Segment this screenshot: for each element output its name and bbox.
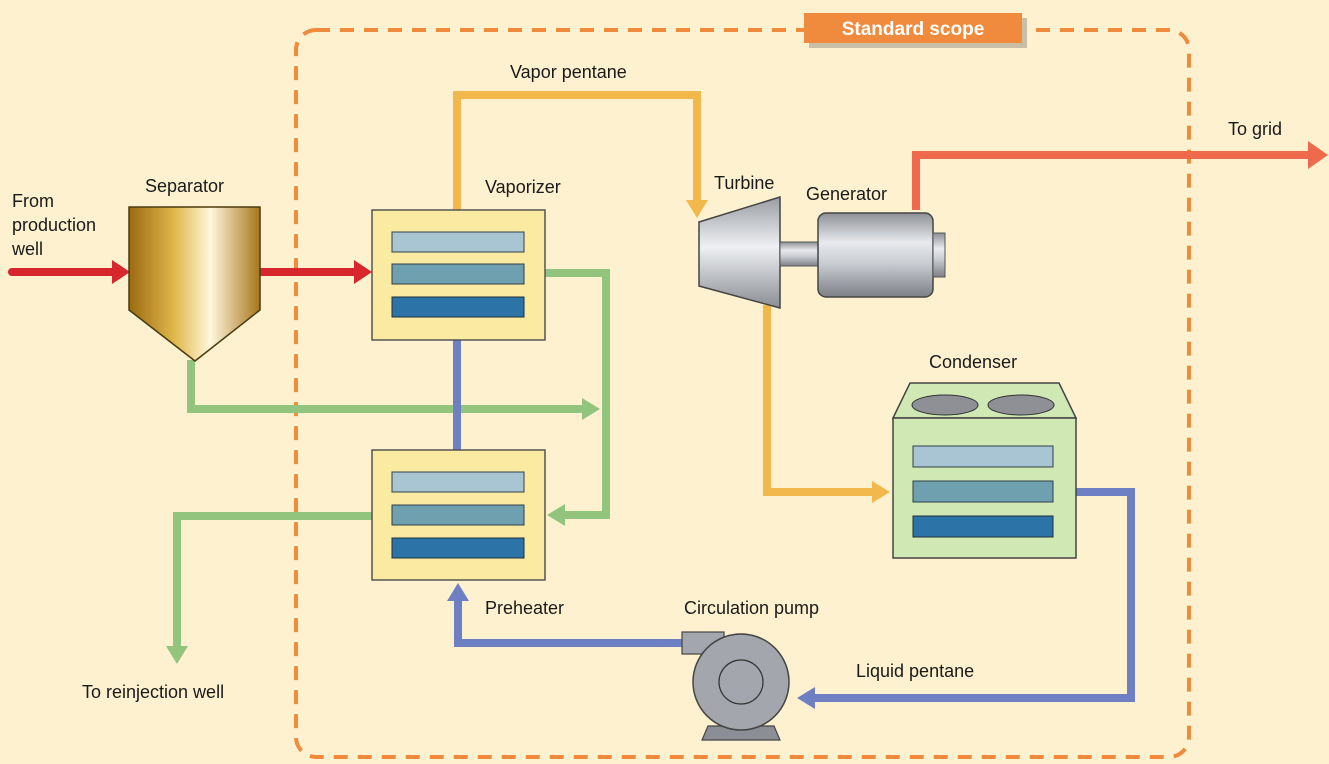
production-inflow-line xyxy=(8,260,130,284)
vaporizer-exchanger xyxy=(371,209,546,341)
preheater-label: Preheater xyxy=(485,598,564,618)
condenser-label: Condenser xyxy=(929,352,1017,372)
vaporizer-brine-line xyxy=(545,269,610,519)
generator-label: Generator xyxy=(806,184,887,204)
power-to-grid-arrow xyxy=(1308,141,1328,169)
from-production-label-3: well xyxy=(11,239,43,259)
standard-scope-label: Standard scope xyxy=(842,19,985,40)
vapor-pentane-label: Vapor pentane xyxy=(510,62,627,82)
condenser xyxy=(891,382,1078,559)
to-reinjection-label: To reinjection well xyxy=(82,682,224,702)
turbine xyxy=(698,195,781,309)
turbine-exhaust-line xyxy=(763,305,872,496)
reinjection-arrow xyxy=(166,646,188,664)
vapor-pentane-arrow xyxy=(686,200,708,218)
separator-to-vaporizer-line xyxy=(260,260,372,284)
reinjection-line xyxy=(173,512,372,648)
to-grid-label: To grid xyxy=(1228,119,1282,139)
separator-label: Separator xyxy=(145,176,224,196)
vapor-pentane-line xyxy=(453,91,701,210)
circulation-pump xyxy=(681,631,790,741)
turbine-exhaust-arrow xyxy=(872,481,890,503)
standard-scope-label-box xyxy=(804,13,1022,43)
generator xyxy=(817,212,946,298)
from-production-label-2: production xyxy=(12,215,96,235)
liquid-pentane-label: Liquid pentane xyxy=(856,661,974,681)
separator-brine-line xyxy=(187,360,584,413)
turbine-label: Turbine xyxy=(714,173,774,193)
turbine-shaft xyxy=(779,241,819,267)
separator-vessel xyxy=(128,206,261,362)
liquid-pentane-arrow xyxy=(797,687,815,709)
from-production-label-1: From xyxy=(12,191,54,211)
circulation-pump-label: Circulation pump xyxy=(684,598,819,618)
vaporizer-brine-arrow xyxy=(547,504,565,526)
power-to-grid-line xyxy=(912,151,1308,210)
vaporizer-label: Vaporizer xyxy=(485,177,561,197)
liquid-pentane-line xyxy=(813,488,1135,702)
preheater-exchanger xyxy=(371,449,546,581)
pump-discharge-line xyxy=(454,600,688,647)
separator-brine-arrow xyxy=(582,398,600,420)
pump-discharge-arrow xyxy=(447,583,469,601)
standard-scope-boundary xyxy=(294,28,1191,759)
